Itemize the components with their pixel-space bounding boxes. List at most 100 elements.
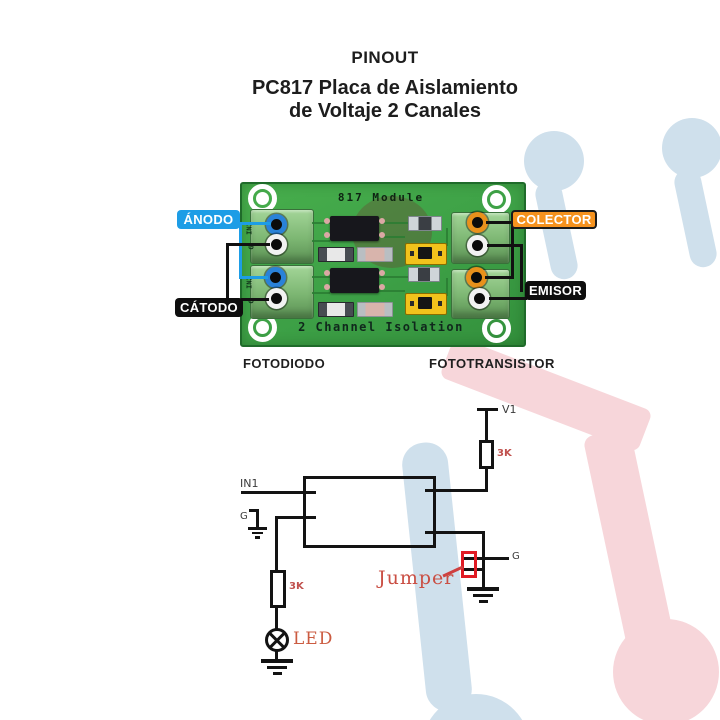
schematic-wire-pin-bl bbox=[277, 516, 316, 519]
ic-pad bbox=[379, 232, 385, 238]
led-label: LED bbox=[293, 629, 334, 649]
smd-resistor bbox=[318, 302, 354, 317]
optocoupler-ic-1 bbox=[330, 216, 379, 241]
schematic-v1-label: V1 bbox=[502, 403, 517, 416]
ground-symbol bbox=[473, 593, 493, 597]
jumper-header-2 bbox=[405, 293, 447, 315]
page-subtitle-line2: de Voltaje 2 Canales bbox=[289, 100, 481, 122]
colector-wire bbox=[486, 221, 514, 224]
ic-pad bbox=[324, 284, 330, 290]
resistor-3k-top-label: 3K bbox=[497, 448, 512, 459]
pcb-silkscreen-bottom: 2 Channel Isolation bbox=[298, 320, 464, 334]
resistor-3k-bottom bbox=[270, 570, 286, 608]
smd-resistor bbox=[408, 267, 440, 282]
anodo-wire bbox=[238, 222, 271, 225]
ground-symbol bbox=[261, 659, 293, 663]
pin-collector-2 bbox=[466, 267, 487, 288]
pin-ground-2 bbox=[266, 288, 287, 309]
ground-symbol bbox=[255, 536, 260, 539]
ground-symbol bbox=[478, 599, 488, 603]
colector-label: COLECTOR bbox=[511, 210, 597, 229]
emisor-wire bbox=[487, 244, 523, 247]
watermark-pin-head bbox=[524, 131, 584, 191]
schematic-v1-vertical bbox=[485, 408, 488, 442]
schematic-v1-vertical bbox=[485, 468, 488, 492]
colector-wire bbox=[485, 276, 514, 279]
ground-symbol bbox=[267, 665, 287, 669]
schematic-wire-pin-br bbox=[425, 531, 484, 534]
anodo-label: ÁNODO bbox=[177, 210, 240, 229]
pin-emitter-2 bbox=[469, 288, 490, 309]
pcb-trace bbox=[312, 276, 330, 278]
page-title: PINOUT bbox=[351, 48, 419, 67]
schematic-wire-pin-tr bbox=[425, 489, 488, 492]
watermark-pin-head bbox=[613, 619, 719, 720]
pin-anode-2 bbox=[265, 267, 286, 288]
smd-diode bbox=[357, 247, 393, 262]
schematic-left-vertical bbox=[275, 516, 278, 572]
page-subtitle-line1: PC817 Placa de Aislamiento bbox=[251, 77, 519, 99]
schematic-jumper-stub bbox=[464, 557, 509, 560]
anodo-wire bbox=[239, 222, 242, 279]
schematic-gleft-bracket bbox=[256, 509, 259, 527]
pcb-trace bbox=[379, 236, 405, 238]
resistor-3k-bottom-label: 3K bbox=[289, 581, 304, 592]
jumper-highlight-box bbox=[461, 551, 477, 578]
watermark-pin-bar bbox=[671, 166, 720, 270]
schematic-optocoupler-box bbox=[303, 476, 436, 548]
schematic-in1-label: IN1 bbox=[240, 477, 259, 490]
pcb-trace bbox=[379, 222, 408, 224]
ground-symbol bbox=[272, 671, 282, 675]
smd-resistor bbox=[408, 216, 442, 231]
pcb-trace bbox=[446, 228, 448, 246]
watermark-pin-head bbox=[662, 118, 720, 178]
pcb-trace bbox=[446, 278, 448, 296]
schematic-gnd-right: G bbox=[512, 551, 520, 562]
ic-pad bbox=[379, 270, 385, 276]
jumper-header-1 bbox=[405, 243, 447, 265]
smd-diode bbox=[357, 302, 393, 317]
resistor-3k-top bbox=[479, 440, 494, 469]
optocoupler-ic-2 bbox=[330, 268, 379, 293]
ic-pad bbox=[379, 218, 385, 224]
schematic-wire-in1 bbox=[241, 491, 316, 494]
fotodiodo-caption: FOTODIODO bbox=[243, 356, 326, 371]
emisor-label: EMISOR bbox=[525, 281, 586, 300]
ic-pad bbox=[324, 218, 330, 224]
watermark-pin-bar bbox=[532, 178, 581, 282]
pcb-pin-label-g1: G bbox=[247, 245, 256, 250]
catodo-label: CÁTODO bbox=[175, 298, 243, 317]
pcb-trace bbox=[379, 276, 408, 278]
schematic-left-vertical bbox=[275, 651, 278, 660]
colector-wire bbox=[511, 221, 514, 279]
ic-pad bbox=[379, 284, 385, 290]
schematic-left-vertical bbox=[275, 607, 278, 629]
anodo-wire bbox=[239, 276, 268, 279]
ic-pad bbox=[324, 232, 330, 238]
ground-symbol bbox=[467, 587, 499, 591]
pin-collector-1 bbox=[467, 212, 488, 233]
pcb-trace bbox=[312, 292, 330, 294]
mounting-hole bbox=[482, 185, 511, 214]
smd-resistor bbox=[318, 247, 354, 262]
pcb-trace bbox=[312, 240, 330, 242]
ground-symbol bbox=[248, 527, 267, 530]
emisor-wire bbox=[489, 297, 527, 300]
schematic-gleft-bracket bbox=[249, 509, 259, 512]
emisor-wire bbox=[520, 244, 523, 292]
pcb-silkscreen-top: 817 Module bbox=[337, 191, 425, 204]
led-symbol bbox=[265, 628, 289, 652]
catodo-wire bbox=[241, 298, 269, 301]
schematic-gnd-left: G bbox=[240, 511, 248, 522]
pcb-pin-label-g2: G bbox=[247, 299, 256, 304]
pcb-trace bbox=[312, 222, 330, 224]
pin-emitter-1 bbox=[467, 235, 488, 256]
catodo-wire bbox=[226, 243, 229, 300]
pcb-trace bbox=[379, 290, 405, 292]
ic-pad bbox=[324, 270, 330, 276]
ground-symbol bbox=[252, 531, 263, 534]
catodo-wire bbox=[226, 243, 270, 246]
fototransistor-caption: FOTOTRANSISTOR bbox=[429, 356, 555, 371]
jumper-label: Jumper bbox=[378, 567, 455, 589]
